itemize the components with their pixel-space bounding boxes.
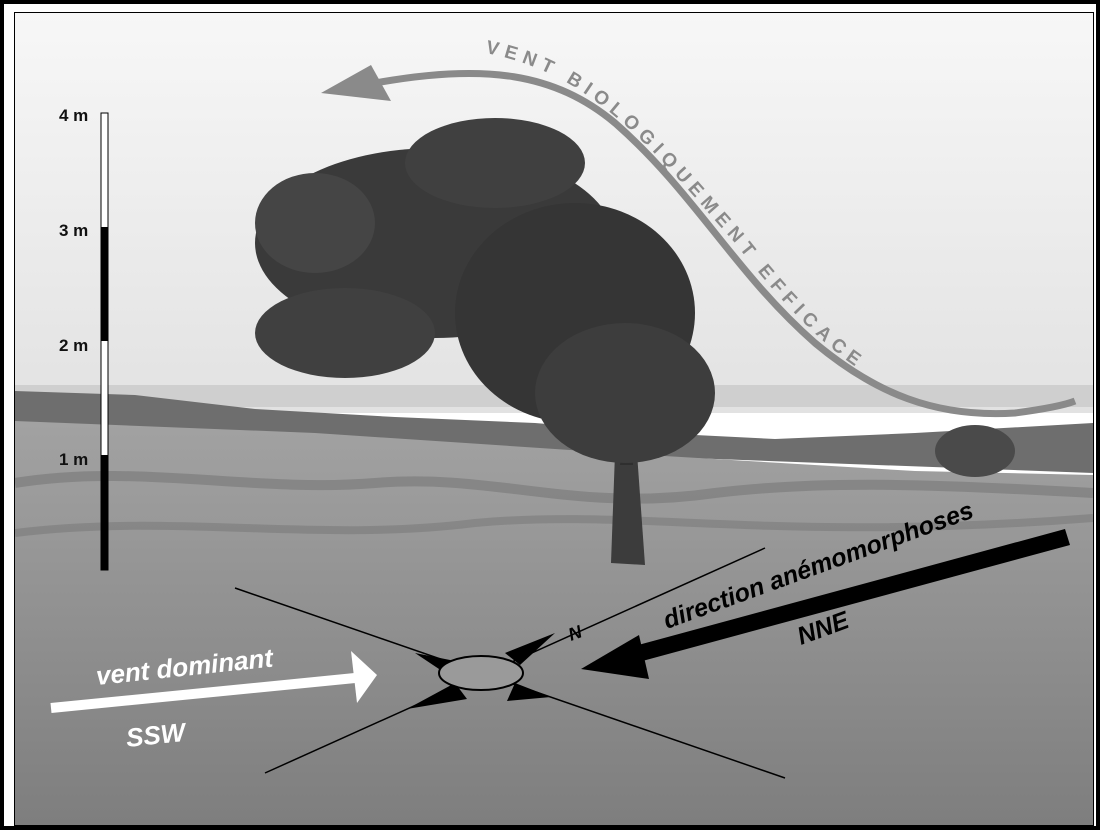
annotated-photo: 4 m 3 m 2 m 1 m VENT BIOLOGIQUEMENT EFFI…	[15, 13, 1093, 825]
wind-shaped-tree	[255, 118, 715, 565]
compass-rose: N	[234, 547, 786, 779]
scale-label-1m: 1 m	[59, 450, 88, 469]
shell-hole-ridges	[15, 470, 1093, 504]
scale-label-2m: 2 m	[59, 336, 88, 355]
bush	[935, 425, 1015, 477]
shell-hole-ridges-2	[15, 514, 1093, 537]
grass-field	[15, 421, 1093, 825]
scale-bar	[100, 112, 109, 571]
curved-wind-arrow	[374, 69, 1077, 418]
photo-area: 4 m 3 m 2 m 1 m VENT BIOLOGIQUEMENT EFFI…	[14, 12, 1094, 826]
prevailing-wind-direction: SSW	[124, 717, 188, 753]
prevailing-wind-arrow	[50, 651, 377, 713]
scale-label-4m: 4 m	[59, 106, 88, 125]
curved-arrow-head	[321, 65, 391, 101]
anemomorphosis-arrow	[581, 529, 1070, 679]
scale-label-3m: 3 m	[59, 221, 88, 240]
